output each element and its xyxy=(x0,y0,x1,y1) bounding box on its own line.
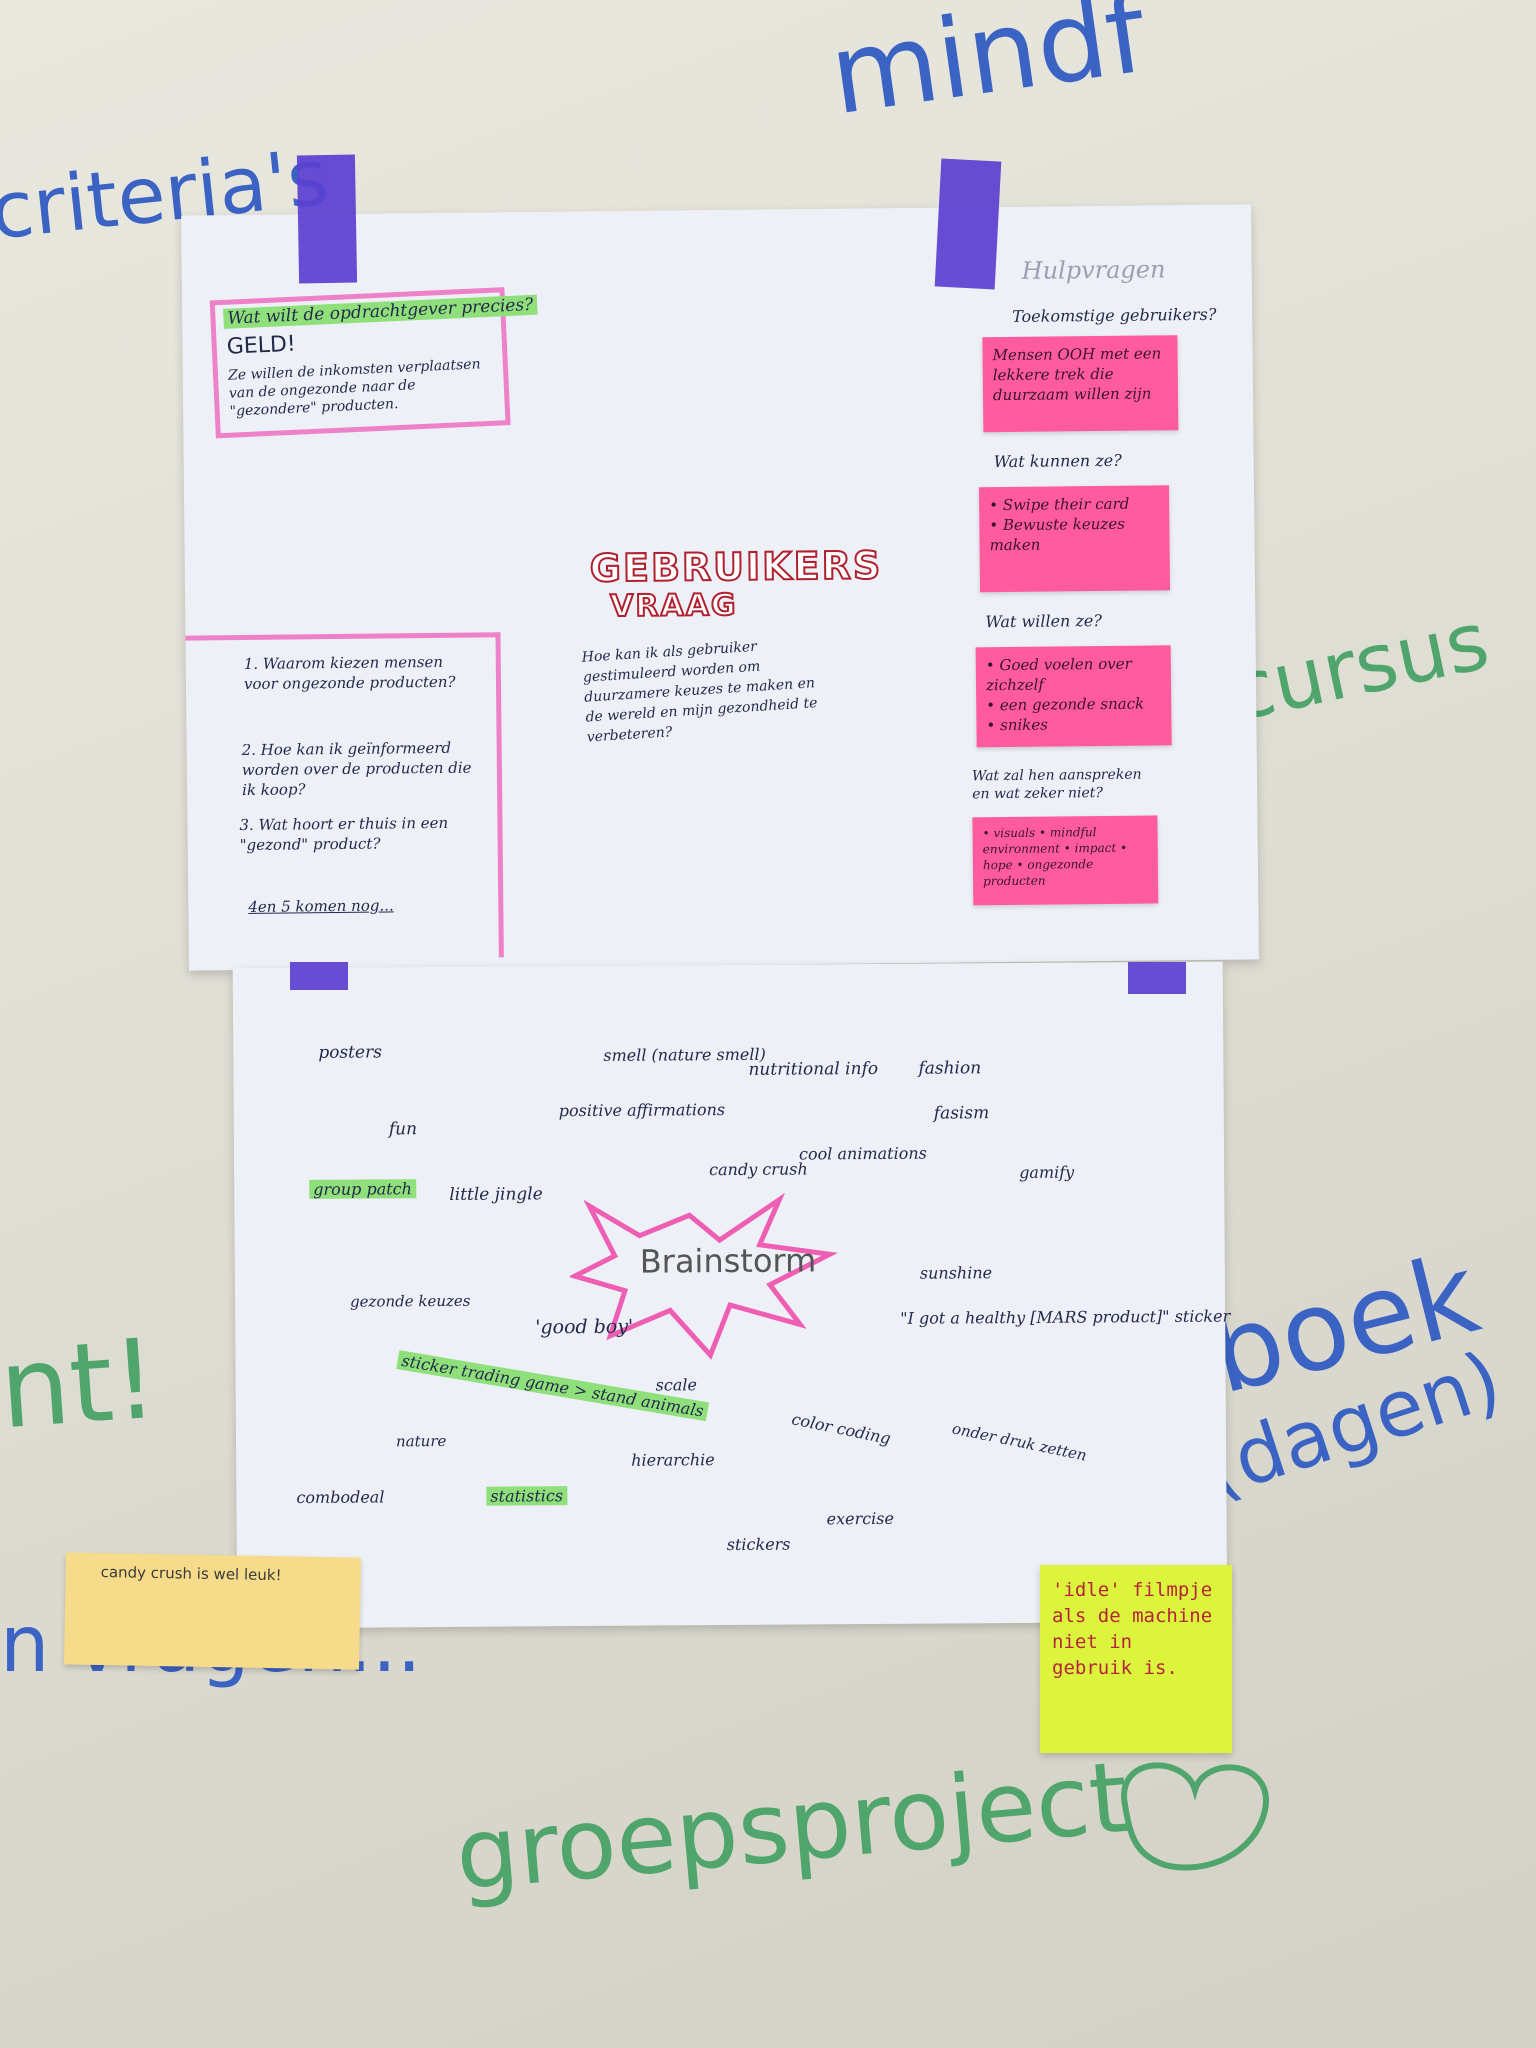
word-jingle: little jingle xyxy=(449,1184,543,1205)
board-text-top: mindf xyxy=(822,0,1154,140)
word-animations: cool animations xyxy=(798,1143,927,1164)
word-scale: scale xyxy=(655,1375,697,1395)
word-hierarchie: hierarchie xyxy=(631,1450,715,1470)
word-fasism: fasism xyxy=(933,1103,990,1124)
tape-middle-right xyxy=(1128,962,1186,994)
client-note: Ze willen de inkomsten verplaatsen van d… xyxy=(227,356,481,420)
user-question-text: Hoe kan ik als gebruiker gestimuleerd wo… xyxy=(581,638,818,746)
word-fun: fun xyxy=(388,1119,418,1140)
note-abilities: • Swipe their card • Bewuste keuzes make… xyxy=(978,485,1171,593)
heart-doodle xyxy=(1121,1762,1269,1871)
sticky-lime-text: 'idle' filmpje als de machine niet in ge… xyxy=(1052,1579,1213,1679)
sub-question-1: 1. Waarom kiezen mensen voor ongezonde p… xyxy=(243,652,456,693)
word-exercise: exercise xyxy=(826,1508,895,1529)
client-box: Wat wilt de opdrachtgever precies? GELD!… xyxy=(209,287,538,439)
word-posters: posters xyxy=(318,1042,382,1063)
board-text-groepsproject: groepsproject xyxy=(451,1740,1133,1914)
helper-q3: Wat willen ze? xyxy=(985,611,1102,632)
helper-q2: Wat kunnen ze? xyxy=(993,450,1122,472)
title-vraag: VRAAG xyxy=(609,587,739,625)
word-color-coding: color coding xyxy=(790,1409,893,1449)
board-text-cursus: cursus xyxy=(1221,593,1497,740)
helper-q1: Toekomstige gebruikers? xyxy=(1012,304,1217,326)
word-nature: nature xyxy=(395,1431,447,1451)
word-gezonde-keuzes: gezonde keuzes xyxy=(349,1291,471,1311)
board-text-exclaim: nt! xyxy=(0,1314,162,1454)
word-candy-crush: candy crush xyxy=(709,1159,808,1180)
sub-questions-box: 1. Waarom kiezen mensen voor ongezonde p… xyxy=(185,632,504,961)
tape-top-left xyxy=(296,154,358,284)
word-smell: smell (nature smell) xyxy=(603,1044,766,1065)
poster-brainstorm: Brainstorm posters smell (nature smell) … xyxy=(232,961,1231,1629)
sticky-note-lime: 'idle' filmpje als de machine niet in ge… xyxy=(1040,1565,1232,1753)
title-gebruikers: GEBRUIKERS xyxy=(589,542,884,591)
tape-middle-left xyxy=(290,962,348,990)
word-nutritional: nutritional info xyxy=(748,1058,879,1080)
note-wants: • Goed voelen over zichzelf • een gezond… xyxy=(975,645,1172,748)
helper-q4: Wat zal hen aanspreken en wat zeker niet… xyxy=(971,766,1142,803)
sub-question-2: 2. Hoe kan ik geïnformeerd worden over d… xyxy=(241,738,472,800)
word-gamify: gamify xyxy=(1019,1162,1075,1182)
word-sticker: "I got a healthy [MARS product]" sticker xyxy=(900,1306,1231,1328)
helper-title: Hulpvragen xyxy=(1021,255,1166,285)
client-question: Wat wilt de opdrachtgever precies? xyxy=(223,294,538,329)
word-affirmations: positive affirmations xyxy=(558,1100,726,1121)
word-stickers: stickers xyxy=(726,1534,791,1555)
tape-top-right xyxy=(934,158,1002,290)
word-sunshine: sunshine xyxy=(919,1263,993,1283)
word-onder-druk: onder druk zetten xyxy=(950,1419,1089,1465)
client-answer: GELD! xyxy=(226,331,297,360)
word-combodeal: combodeal xyxy=(296,1487,385,1508)
sub-question-4: 4en 5 komen nog... xyxy=(248,896,394,916)
sub-question-3: 3. Wat hoort er thuis in een "gezond" pr… xyxy=(239,813,449,855)
word-group-patch: group patch xyxy=(309,1179,416,1199)
word-fashion: fashion xyxy=(918,1058,982,1079)
poster-user-question: Wat wilt de opdrachtgever precies? GELD!… xyxy=(181,204,1259,971)
brainstorm-title: Brainstorm xyxy=(639,1241,817,1281)
sticky-yellow-text: candy crush is wel leuk! xyxy=(100,1563,282,1585)
brainstorm-burst xyxy=(569,1192,838,1360)
word-statistics: statistics xyxy=(486,1486,568,1506)
word-good-boy: 'good boy' xyxy=(535,1315,634,1339)
note-appeal: • visuals • mindful environment • impact… xyxy=(972,815,1159,906)
sticky-note-yellow: candy crush is wel leuk! xyxy=(64,1552,361,1670)
note-users: Mensen OOH met een lekkere trek die duur… xyxy=(982,335,1179,433)
